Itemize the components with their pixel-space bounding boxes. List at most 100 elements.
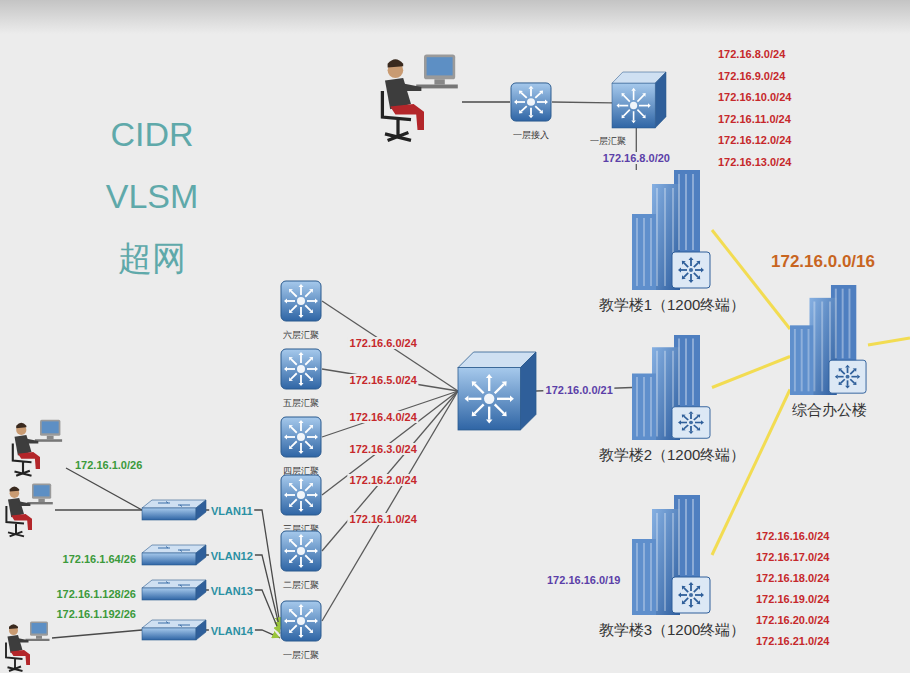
label-slot: 172.16.20.0/24 <box>756 610 829 628</box>
topic-heading: CIDR <box>110 115 193 153</box>
core-switch-icon <box>458 352 536 430</box>
switch-icon <box>280 474 322 516</box>
label-slot: 172.16.1.0/24 <box>348 509 419 527</box>
label-slot: VLAN12 <box>209 546 255 564</box>
device-name: 五层汇聚 <box>283 398 319 408</box>
building-name: 教学楼1（1200终端） <box>599 296 746 313</box>
network-node: 172.16.1.128/26 <box>142 580 206 600</box>
topic-heading: VLSM <box>106 177 199 215</box>
network-node: 综合办公楼 <box>790 285 868 395</box>
device-name: 一层汇聚 <box>283 650 319 660</box>
label-slot: 172.16.16.0/19 <box>547 570 620 588</box>
network-node: 教学楼3（1200终端） <box>632 495 712 615</box>
network-node: 172.16.1.0/26 <box>142 500 206 520</box>
device-name: 二层汇聚 <box>283 580 319 590</box>
subnet-label: 172.16.21.0/24 <box>756 635 829 647</box>
top-band <box>0 0 910 34</box>
label-slot: 172.16.5.0/24 <box>348 370 419 388</box>
switch-icon <box>510 82 552 122</box>
label-slot: 172.16.12.0/24 <box>718 130 791 148</box>
network-node: 一层汇聚 <box>280 600 322 642</box>
building-icon <box>632 335 712 440</box>
building-name: 综合办公楼 <box>792 401 867 418</box>
subnet-label: 172.16.8.0/24 <box>718 48 785 60</box>
subnet-label: 172.16.11.0/24 <box>718 113 791 125</box>
label-slot: 172.16.8.0/20 <box>601 148 672 166</box>
label-slot: 二层汇聚 <box>283 574 319 592</box>
label-slot: 一层汇聚 <box>590 130 626 148</box>
network-node: 一层汇聚 <box>612 72 666 128</box>
switch-icon <box>280 416 322 458</box>
link-label: 172.16.5.0/24 <box>348 374 419 386</box>
label-slot: 172.16.0.0/16 <box>771 252 875 272</box>
label-slot: 172.16.0.0/21 <box>544 380 615 398</box>
access-switch-icon <box>142 580 206 600</box>
link-label: 172.16.8.0/20 <box>601 152 672 164</box>
network-link <box>552 101 612 103</box>
device-name: 一层汇聚 <box>590 136 626 146</box>
network-node: 172.16.1.192/26 <box>142 620 206 640</box>
label-slot: 教学楼2（1200终端） <box>599 446 746 464</box>
label-slot: 五层汇聚 <box>283 392 319 410</box>
switch-icon <box>280 530 322 572</box>
subnet-label: 172.16.10.0/24 <box>718 91 791 103</box>
subnet-label: 172.16.16.0/19 <box>547 574 620 586</box>
switch-icon <box>280 600 322 642</box>
subnet-label: 172.16.17.0/24 <box>756 551 829 563</box>
label-slot: 172.16.16.0/24 <box>756 526 829 544</box>
label-slot: 教学楼1（1200终端） <box>599 296 746 314</box>
label-slot: 一层汇聚 <box>283 644 319 662</box>
campus-link <box>868 338 910 345</box>
subnet-label: 172.16.1.192/26 <box>56 608 136 620</box>
switch-icon <box>280 280 322 322</box>
label-slot: 172.16.2.0/24 <box>348 470 419 488</box>
network-node: 五层汇聚 <box>280 348 322 390</box>
link-label: VLAN11 <box>209 505 255 517</box>
network-node: 六层汇聚 <box>280 280 322 322</box>
subnet-label: 172.16.9.0/24 <box>718 70 785 82</box>
subnet-label: 172.16.20.0/24 <box>756 614 829 626</box>
link-label: 172.16.6.0/24 <box>348 337 419 349</box>
network-node: 教学楼1（1200终端） <box>632 170 712 290</box>
label-slot: 综合办公楼 <box>792 401 867 419</box>
subnet-label: 172.16.0.0/16 <box>771 252 875 271</box>
network-link <box>322 391 458 495</box>
label-slot: 172.16.6.0/24 <box>348 333 419 351</box>
link-label: VLAN12 <box>209 550 255 562</box>
label-slot: CIDR <box>110 114 193 155</box>
label-slot: 172.16.4.0/24 <box>348 407 419 425</box>
backbone-link <box>712 357 790 388</box>
device-name: 六层汇聚 <box>283 330 319 340</box>
device-name: 一层接入 <box>513 130 549 140</box>
access-switch-icon <box>142 545 206 565</box>
network-link <box>322 369 458 391</box>
person-at-pc <box>382 55 457 141</box>
network-link <box>322 391 458 621</box>
label-slot: 一层接入 <box>513 124 549 142</box>
label-slot: 172.16.1.128/26 <box>56 584 136 602</box>
network-link <box>206 555 280 629</box>
label-slot: 172.16.1.192/26 <box>56 604 136 622</box>
network-node: 二层汇聚 <box>280 530 322 572</box>
network-node: 四层汇聚 <box>280 416 322 458</box>
building-icon <box>790 285 868 395</box>
network-node: 一层接入 <box>510 82 552 122</box>
pc-wire <box>52 630 142 638</box>
label-slot: VLAN14 <box>209 621 255 639</box>
access-switch-icon <box>142 620 206 640</box>
pc-wire <box>66 468 142 510</box>
subnet-label: 172.16.12.0/24 <box>718 134 791 146</box>
label-slot: 六层汇聚 <box>283 324 319 342</box>
label-slot: 172.16.1.64/26 <box>63 549 136 567</box>
network-node: 172.16.1.64/26 <box>142 545 206 565</box>
label-slot: 172.16.10.0/24 <box>718 87 791 105</box>
pc-wire <box>55 509 142 510</box>
core-switch-icon <box>612 72 666 128</box>
subnet-label: 172.16.13.0/24 <box>718 156 791 168</box>
link-label: 172.16.2.0/24 <box>348 474 419 486</box>
network-link <box>322 301 458 391</box>
network-node <box>458 352 536 430</box>
label-slot: 超网 <box>118 238 186 279</box>
label-slot: 172.16.17.0/24 <box>756 547 829 565</box>
